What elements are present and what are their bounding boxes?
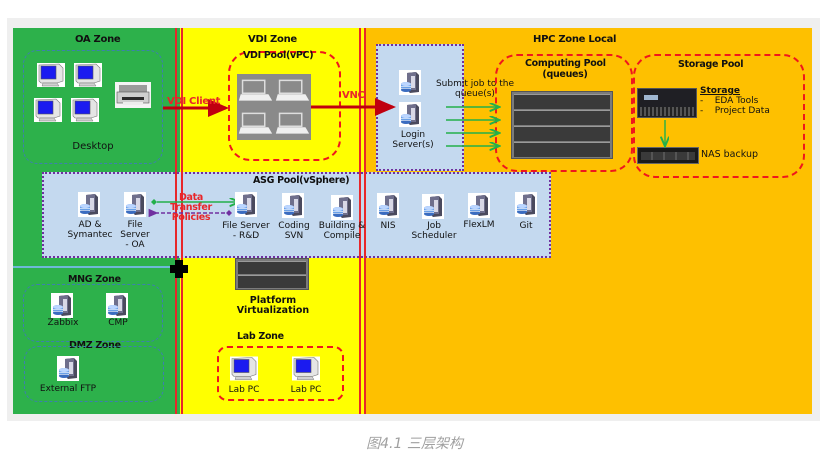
lab-zone-title: Lab Zone <box>237 331 284 342</box>
desktop-label: Desktop <box>72 141 114 152</box>
vdi-vpc-grid <box>237 74 311 140</box>
nas-backup-label: NAS backup <box>701 149 758 160</box>
asg-server-icon <box>331 195 353 220</box>
asg-server-icon <box>282 193 304 218</box>
oa-zone-title: OA Zone <box>75 34 121 45</box>
storage-heading: Storage <box>700 86 741 96</box>
cmp-label: CMP <box>108 318 128 328</box>
storage-array-icon <box>637 88 697 118</box>
connections-overlay <box>148 98 812 218</box>
asg-server-icon <box>468 193 490 218</box>
desktop-pc-icon <box>34 98 62 122</box>
vdi-zone-title: VDI Zone <box>248 34 297 45</box>
external-ftp-label: External FTP <box>39 384 97 394</box>
storage-item: Project Data <box>714 106 770 116</box>
login-server-icon <box>399 70 421 95</box>
vdi-client-label: VDI Client <box>167 96 221 107</box>
hpc-zone-title: HPC Zone Local <box>533 34 617 45</box>
mng-zone-box <box>23 284 163 342</box>
boundary-line <box>364 28 366 414</box>
dmz-zone-title: DMZ Zone <box>69 340 121 351</box>
lab-zone-box <box>217 346 344 401</box>
data-transfer-policies-label: Data Transfer Policies <box>170 192 212 223</box>
asg-server-icon <box>124 192 146 217</box>
desktop-pc-icon <box>74 63 102 87</box>
asg-server-icon <box>515 192 537 217</box>
boundary-line <box>359 28 361 414</box>
asg-server-label: File Server- R&D <box>222 221 270 241</box>
transfer-diamond <box>226 210 232 216</box>
cmp-server-icon <box>106 293 128 318</box>
transfer-diamond <box>151 199 157 205</box>
junction-cross-icon <box>170 260 188 278</box>
lab-pc-label: Lab PC <box>290 385 322 395</box>
desktop-pc-icon <box>37 63 65 87</box>
storage-info: Storage - EDA Tools - Project Data <box>700 86 770 116</box>
mng-zone-title: MNG Zone <box>68 274 121 285</box>
asg-server-icon <box>78 192 100 217</box>
storage-pool <box>633 54 805 178</box>
computing-pool-title: Computing Pool(queues) <box>525 58 606 80</box>
asg-server-icon <box>422 194 444 219</box>
desktop-group <box>23 50 163 164</box>
compute-server-rack <box>511 91 613 159</box>
oa-mng-divider <box>13 266 180 268</box>
storage-pool-title: Storage Pool <box>678 59 744 70</box>
asg-server-label: AD &Symantec <box>67 220 113 240</box>
asg-server-label: NIS <box>380 221 396 231</box>
asg-pool-title: ASG Pool(vSphere) <box>253 175 350 186</box>
platform-server-rack <box>235 258 309 290</box>
asg-server-label: FlexLM <box>463 220 495 230</box>
asg-server-icon <box>377 193 399 218</box>
figure-caption: 图4.1 三层架构 <box>366 436 463 452</box>
zabbix-server-icon <box>51 293 73 318</box>
boundary-line <box>181 28 183 414</box>
login-server-icon <box>399 102 421 127</box>
printer-icon <box>115 82 151 108</box>
lab-pc-label: Lab PC <box>228 385 260 395</box>
boundary-line <box>175 28 177 414</box>
computing-pool <box>495 54 633 172</box>
dmz-zone-box <box>24 346 164 402</box>
vdi-pool-title: VDI Pool(vPC) <box>243 50 314 61</box>
storage-item: EDA Tools <box>714 96 759 106</box>
zabbix-label: Zabbix <box>47 318 79 328</box>
asg-server-icon <box>235 192 257 217</box>
asg-server-label: Building &Compile <box>318 221 366 241</box>
external-ftp-server-icon <box>57 356 79 381</box>
vnc-label: VNC <box>342 90 365 101</box>
asg-server-label: Git <box>519 221 533 231</box>
desktop-pc-icon <box>71 98 99 122</box>
architecture-diagram: OA Zone VDI Zone HPC Zone Local Desktop … <box>13 28 812 414</box>
